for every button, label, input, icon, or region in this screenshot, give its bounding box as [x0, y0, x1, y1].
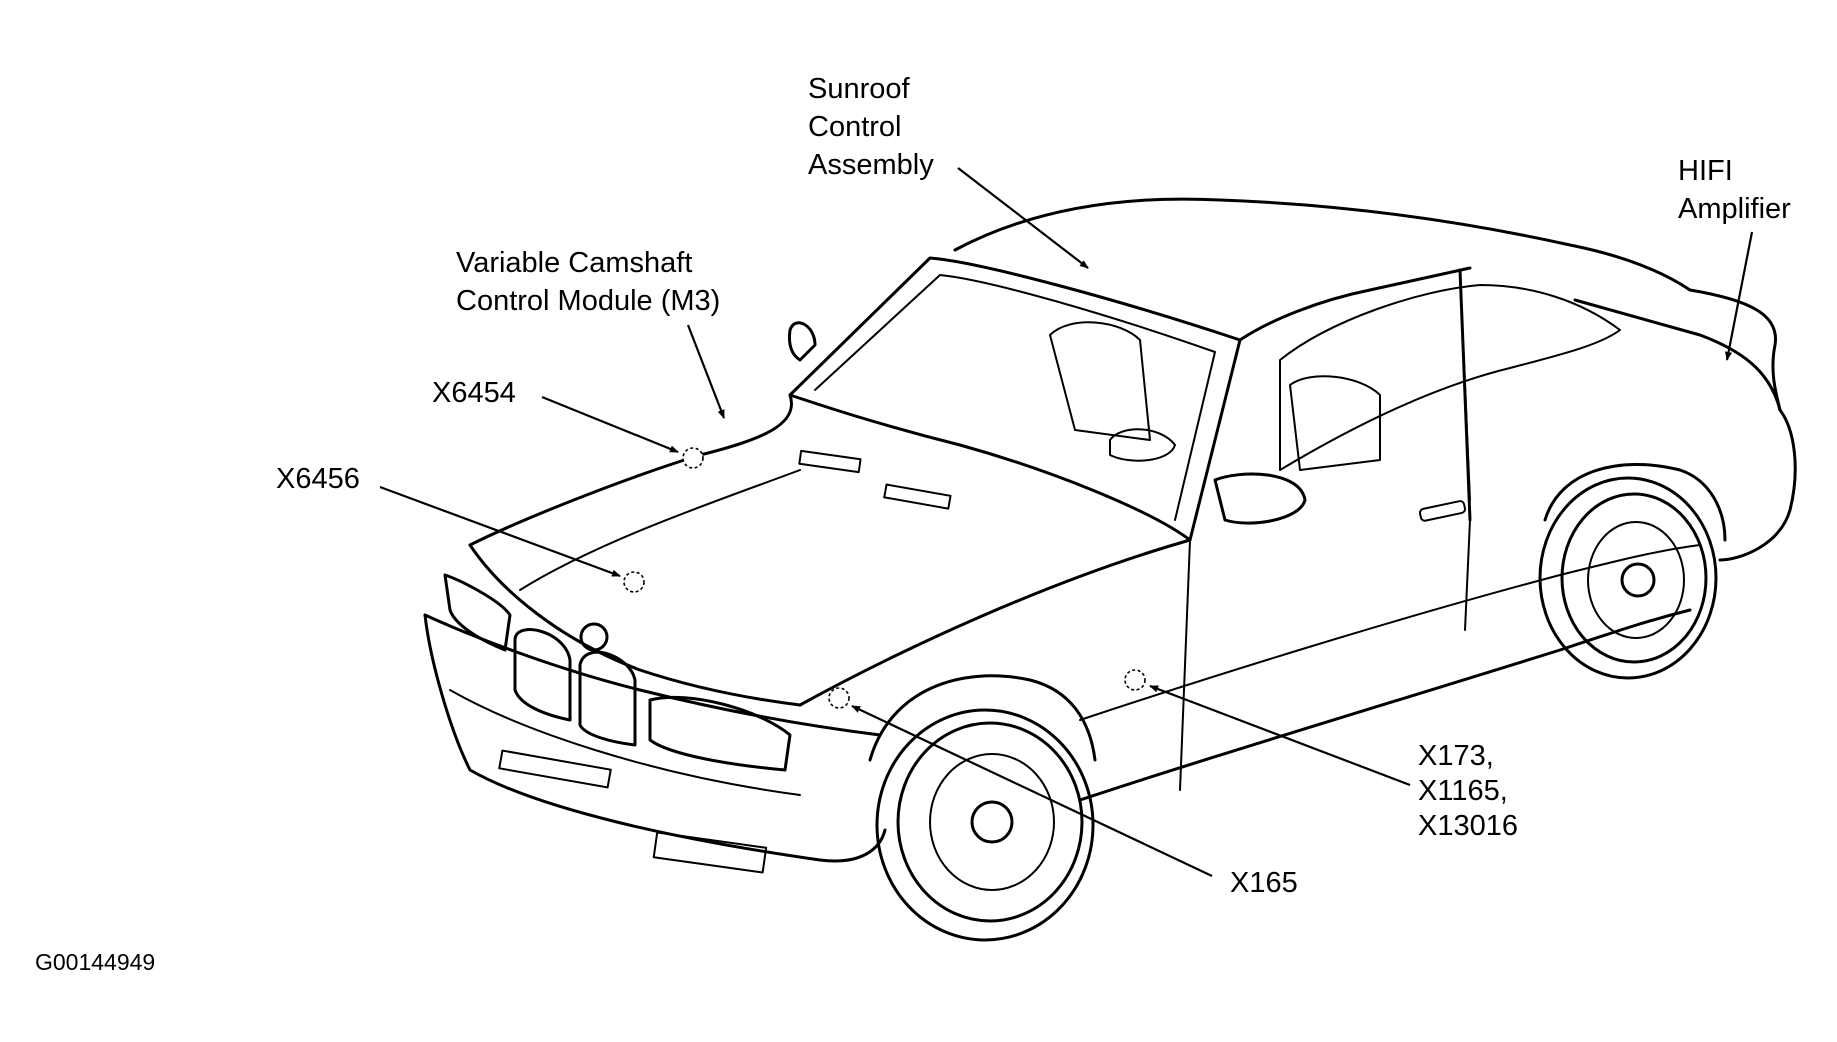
- figure-id: G00144949: [35, 949, 155, 975]
- roof-rear-edge: [1688, 288, 1782, 412]
- x173-leader-line: [1149, 684, 1411, 787]
- door-front-edge: [1179, 539, 1191, 791]
- grille-left-kidney: [513, 628, 572, 722]
- sunroof-leader-line: [957, 167, 1089, 269]
- hood-crease: [519, 469, 801, 591]
- connector-x165-label: X165: [1230, 867, 1298, 899]
- antenna: [1459, 269, 1471, 501]
- windshield-frame: [788, 256, 1242, 542]
- connector-x6454-marker: [682, 447, 704, 469]
- door-rear-edge: [1464, 519, 1471, 631]
- variable-camshaft-control-module-label: Variable Camshaft Control Module (M3): [456, 247, 720, 317]
- x165-leader-line: [851, 705, 1213, 877]
- trunk-lid: [1573, 298, 1782, 412]
- side-mirror-left: [788, 321, 817, 362]
- side-trim: [1079, 544, 1701, 721]
- front-wheel-arch: [868, 674, 1097, 762]
- headlight-left: [443, 573, 512, 652]
- side-window: [1279, 284, 1621, 471]
- side-mirror-right: [1213, 472, 1307, 525]
- sunroof-control-assembly-label: Sunroof Control Assembly: [808, 73, 934, 181]
- connector-x165-marker: [828, 687, 850, 709]
- hood-vent-left: [798, 449, 862, 474]
- connector-x6456-marker: [623, 571, 645, 593]
- windshield-inner: [814, 274, 1216, 521]
- front-wheel: [868, 674, 1097, 942]
- rear-wheel-arch: [1543, 463, 1727, 542]
- rear-wheel: [1538, 463, 1727, 680]
- hood-right-edge: [798, 538, 1192, 707]
- hood-outline: [468, 393, 793, 547]
- front-seat: [1049, 321, 1151, 441]
- hood-front-edge: [468, 543, 802, 707]
- bumper-strip: [449, 689, 801, 796]
- passenger-seat: [1289, 375, 1381, 471]
- a-pillar: [1238, 266, 1472, 342]
- connector-x173-marker: [1124, 669, 1146, 691]
- headlight-right: [648, 695, 792, 772]
- lower-vent: [498, 749, 612, 789]
- steering-wheel: [1109, 428, 1176, 462]
- side-sill: [1078, 608, 1692, 802]
- grille-right-kidney: [578, 650, 637, 747]
- x6456-leader-line: [379, 485, 621, 578]
- x6454-leader-line: [541, 395, 679, 454]
- hifi-leader-line: [1725, 231, 1754, 361]
- bmw-roundel: [579, 622, 609, 652]
- camshaft-leader-line: [686, 324, 726, 419]
- connector-x173-x1165-x13016-label: X173, X1165, X13016: [1418, 740, 1518, 842]
- roof-outline: [953, 197, 1692, 292]
- door-handle: [1418, 500, 1467, 522]
- hifi-amplifier-label: HIFI Amplifier: [1678, 155, 1791, 225]
- fog-light-vent: [652, 831, 768, 874]
- rear-quarter: [1718, 408, 1797, 562]
- connector-x6454-label: X6454: [432, 377, 516, 409]
- front-bumper: [423, 613, 887, 863]
- connector-x6456-label: X6456: [276, 463, 360, 495]
- hood-vent-right: [883, 483, 952, 510]
